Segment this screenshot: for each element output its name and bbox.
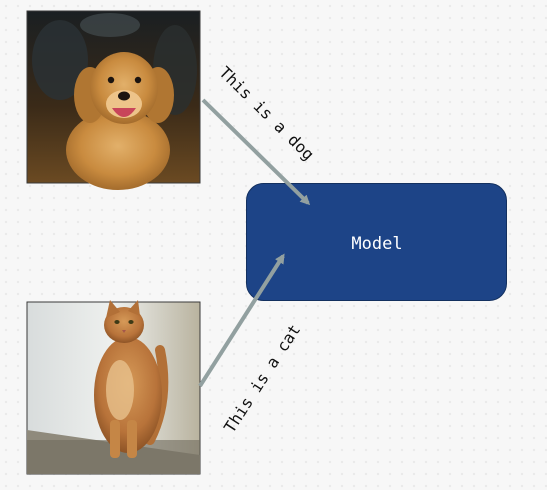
cat-image xyxy=(26,300,201,475)
dog-image xyxy=(26,10,201,190)
model-node: Model xyxy=(246,183,507,301)
cat-arrow xyxy=(198,253,285,388)
dog-edge-label: This is a dog xyxy=(215,63,318,164)
model-label: Model xyxy=(351,234,402,254)
dog-arrow xyxy=(201,98,311,206)
dog-to-model-edge: This is a dog xyxy=(201,63,318,206)
